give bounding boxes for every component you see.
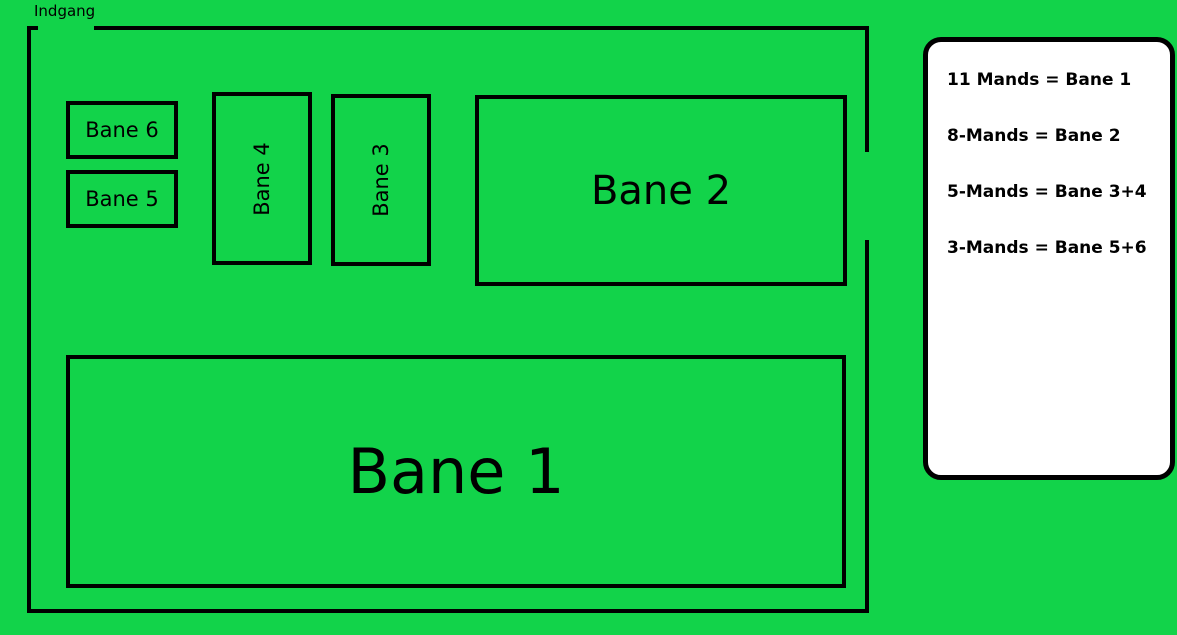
court-4: Bane 4 [212, 92, 312, 265]
court-6: Bane 6 [66, 101, 178, 159]
legend-panel: 11 Mands = Bane 1 8-Mands = Bane 2 5-Man… [923, 37, 1175, 480]
court-1: Bane 1 [66, 355, 846, 588]
legend-item-11-mands: 11 Mands = Bane 1 [947, 70, 1132, 90]
legend-item-5-mands: 5-Mands = Bane 3+4 [947, 182, 1147, 202]
entrance-gap [38, 24, 94, 32]
legend-item-3-mands: 3-Mands = Bane 5+6 [947, 238, 1147, 258]
court-5-label: Bane 5 [85, 187, 159, 211]
field-boundary-gap [865, 152, 869, 240]
court-5: Bane 5 [66, 170, 178, 228]
field-boundary [27, 26, 869, 613]
court-3-label: Bane 3 [368, 143, 393, 217]
court-2: Bane 2 [475, 95, 847, 286]
court-6-label: Bane 6 [85, 118, 159, 142]
court-4-label: Bane 4 [249, 141, 274, 216]
court-2-label: Bane 2 [590, 167, 732, 214]
entrance-label: Indgang [34, 2, 96, 20]
court-1-label: Bane 1 [347, 435, 565, 508]
court-3: Bane 3 [331, 94, 431, 266]
legend-item-8-mands: 8-Mands = Bane 2 [947, 126, 1121, 146]
